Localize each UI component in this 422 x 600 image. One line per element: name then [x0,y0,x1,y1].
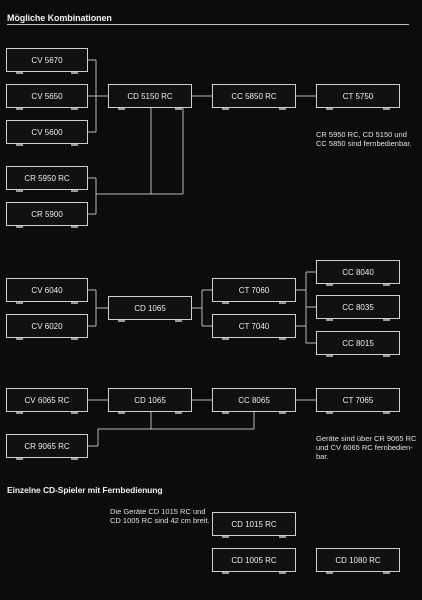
remote-note-2-line-3: bar. [316,452,329,461]
remote-note-2: Geräte sind über CR 9065 RC und CV 6065 … [316,434,416,461]
unit-cv6020: CV 6020 [6,314,88,340]
unit-cv5600: CV 5600 [6,120,88,146]
width-note-line-2: CD 1005 RC sind 42 cm breit. [110,516,210,525]
unit-cv5650: CV 5650 [6,84,88,110]
unit-cr9065rc: CR 9065 RC [6,434,88,460]
unit-cd5150rc: CD 5150 RC [108,84,192,110]
unit-ct7060: CT 7060 [212,278,296,304]
unit-cc5850rc: CC 5850 RC [212,84,296,110]
unit-ct7065: CT 7065 [316,388,400,414]
unit-cr5900: CR 5900 [6,202,88,228]
remote-note-2-line-2: und CV 6065 RC fernbedien- [316,443,413,452]
unit-cv6040: CV 6040 [6,278,88,304]
unit-cc8040: CC 8040 [316,260,400,286]
unit-cv5670: CV 5670 [6,48,88,74]
remote-note-1-line-1: CR 5950 RC, CD 5150 und [316,130,407,139]
width-note-line-1: Die Geräte CD 1015 RC und [110,507,206,516]
unit-cd1015rc: CD 1015 RC [212,512,296,538]
remote-note-1-line-2: CC 5850 sind fernbedienbar. [316,139,412,148]
remote-note-1: CR 5950 RC, CD 5150 und CC 5850 sind fer… [316,130,411,148]
unit-cc8035: CC 8035 [316,295,400,321]
page-title: Mögliche Kombinationen [7,13,112,23]
remote-note-2-line-1: Geräte sind über CR 9065 RC [316,434,417,443]
unit-cd1080rc: CD 1080 RC [316,548,400,574]
width-note: Die Geräte CD 1015 RC und CD 1005 RC sin… [110,507,210,525]
title-rule [7,24,409,25]
unit-cd1065-a: CD 1065 [108,296,192,322]
unit-ct7040: CT 7040 [212,314,296,340]
section-title: Einzelne CD-Spieler mit Fernbedienung [7,485,163,495]
unit-cc8065: CC 8065 [212,388,296,414]
unit-cd1065-b: CD 1065 [108,388,192,414]
unit-cc8015: CC 8015 [316,331,400,357]
unit-ct5750: CT 5750 [316,84,400,110]
unit-cr5950rc: CR 5950 RC [6,166,88,192]
unit-cd1005rc: CD 1005 RC [212,548,296,574]
unit-cv6065rc: CV 6065 RC [6,388,88,414]
